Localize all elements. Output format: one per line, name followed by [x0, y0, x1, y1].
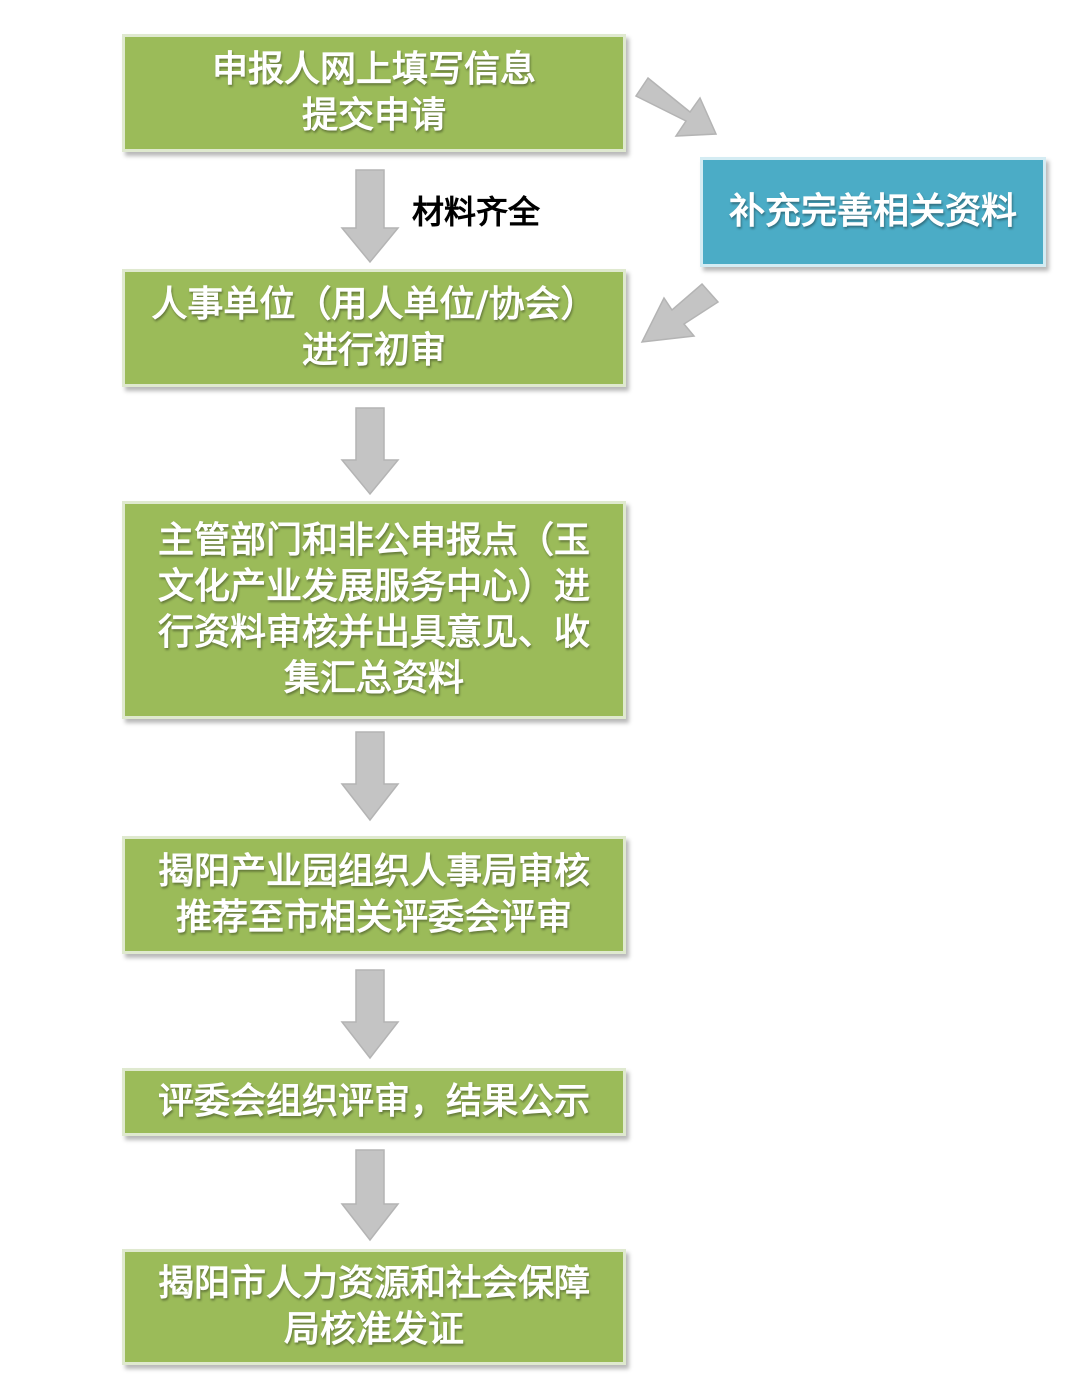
step-4-line-1: 揭阳产业园组织人事局审核 — [157, 851, 590, 892]
step-1-box: 申报人网上填写信息 提交申请 — [122, 34, 626, 152]
arrow-step4-to-step5 — [340, 969, 400, 1060]
arrow-step1-to-step2 — [340, 169, 400, 264]
step-2-box: 人事单位（用人单位/协会） 进行初审 — [122, 269, 626, 387]
step-3-line-4: 集汇总资料 — [283, 658, 464, 699]
arrow-step2-to-step3 — [340, 407, 400, 496]
arrow-side-to-step2 — [640, 282, 720, 343]
step-3-box: 主管部门和非公申报点（玉 文化产业发展服务中心）进 行资料审核并出具意见、收 集… — [122, 501, 626, 719]
step-2-line-1: 人事单位（用人单位/协会） — [151, 284, 597, 325]
step-5-box: 评委会组织评审，结果公示 — [122, 1068, 626, 1136]
step-6-line-1: 揭阳市人力资源和社会保障 — [157, 1263, 590, 1304]
step-3-line-1: 主管部门和非公申报点（玉 — [157, 520, 590, 561]
side-step-box: 补充完善相关资料 — [700, 157, 1046, 267]
step-4-line-2: 推荐至市相关评委会评审 — [175, 897, 572, 938]
arrow-step5-to-step6 — [340, 1149, 400, 1242]
step-6-box: 揭阳市人力资源和社会保障 局核准发证 — [122, 1249, 626, 1365]
step-3-line-3: 行资料审核并出具意见、收 — [157, 612, 590, 653]
step-1-line-1: 申报人网上填写信息 — [211, 49, 536, 90]
step-1-line-2: 提交申请 — [301, 95, 446, 136]
step-3-line-2: 文化产业发展服务中心）进 — [157, 566, 590, 607]
side-step-label: 补充完善相关资料 — [728, 191, 1017, 232]
arrow-step3-to-step4 — [340, 731, 400, 822]
arrow-label-materials-complete: 材料齐全 — [412, 193, 541, 231]
step-2-line-2: 进行初审 — [301, 330, 446, 371]
step-4-box: 揭阳产业园组织人事局审核 推荐至市相关评委会评审 — [122, 836, 626, 954]
step-5-line-1: 评委会组织评审，结果公示 — [157, 1081, 590, 1122]
arrow-step1-to-side — [634, 76, 718, 137]
step-6-line-2: 局核准发证 — [283, 1309, 464, 1350]
